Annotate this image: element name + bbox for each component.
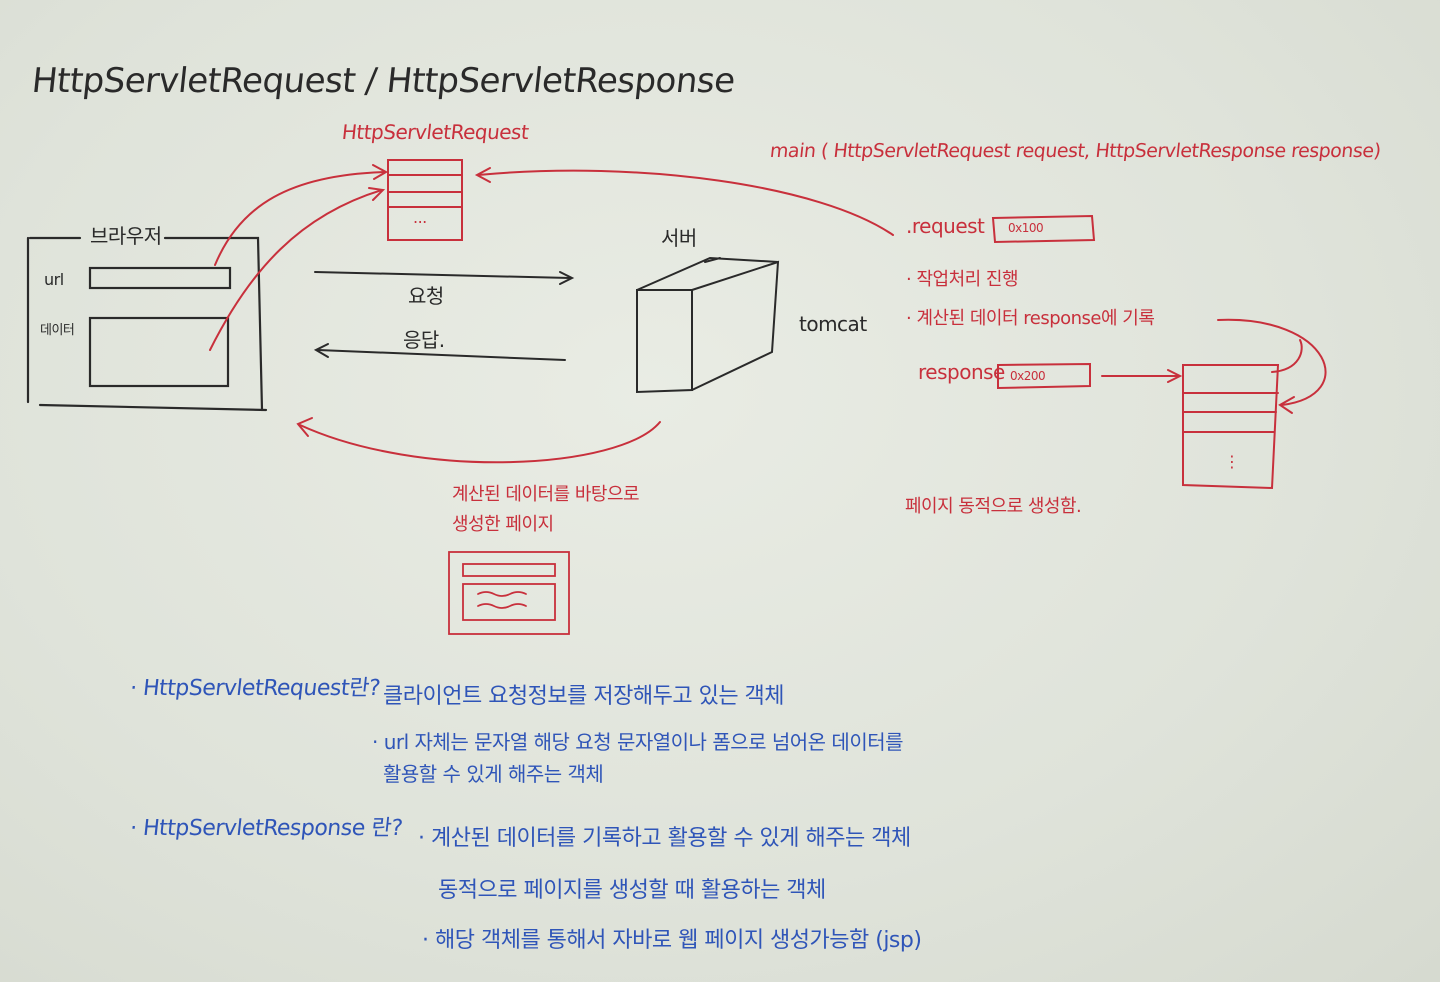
address-boxes: [991, 214, 1183, 390]
response-address: 0x200: [1010, 369, 1046, 383]
response-answer-1: · 계산된 데이터를 기록하고 활용할 수 있게 해주는 객체: [418, 826, 911, 851]
page-dynamic-note: 페이지 동적으로 생성함.: [905, 496, 1082, 517]
request-response-arrows: [313, 271, 575, 361]
step-store: · 계산된 데이터 response에 기록: [906, 308, 1155, 329]
tomcat-label: tomcat: [799, 312, 867, 336]
request-answer-2a: · url 자체는 문자열 해당 요청 문자열이나 폼으로 넘어온 데이터를: [372, 730, 904, 754]
browser-window: [26, 236, 268, 412]
browser-to-request-arrows: [209, 164, 389, 351]
response-object-box: [1182, 364, 1280, 490]
server-to-browser-arrow: [296, 417, 661, 464]
request-label: 요청: [408, 284, 444, 308]
server-box: [636, 256, 780, 394]
request-object-dots: ...: [413, 208, 427, 227]
response-question: · HttpServletResponse 란?: [128, 816, 404, 841]
method-signature: main ( HttpServletRequest request, HttpS…: [768, 140, 1382, 162]
step-process: · 작업처리 진행: [906, 269, 1019, 290]
data-label: 데이터: [40, 323, 75, 338]
response-label: 응답.: [403, 328, 445, 352]
request-variable: .request: [906, 214, 985, 238]
request-answer-2b: 활용할 수 있게 해주는 객체: [383, 762, 604, 786]
url-label: url: [44, 270, 64, 289]
generated-page-sketch: [448, 551, 570, 635]
response-variable: response: [918, 360, 1005, 384]
server-label: 서버: [661, 226, 697, 250]
response-answer-3: · 해당 객체를 통해서 자바로 웹 페이지 생성가능함 (jsp): [422, 928, 922, 953]
request-object-box: [387, 159, 463, 241]
generated-caption-line2: 생성한 페이지: [452, 514, 554, 535]
request-object-label: HttpServletRequest: [340, 120, 530, 144]
response-object-dots: ⋮: [1224, 452, 1240, 471]
request-answer-1: 클라이언트 요청정보를 저장해두고 있는 객체: [383, 684, 785, 709]
browser-label: 브라우저: [90, 224, 162, 248]
response-answer-2: 동적으로 페이지를 생성할 때 활용하는 객체: [438, 878, 826, 903]
page-title: HttpServletRequest / HttpServletResponse: [29, 61, 737, 101]
request-address: 0x100: [1008, 221, 1044, 235]
signature-to-request-arrow: [474, 167, 894, 236]
request-question: · HttpServletRequest란?: [128, 676, 382, 701]
record-to-response-arrow: [1217, 318, 1327, 414]
generated-caption-line1: 계산된 데이터를 바탕으로: [452, 484, 640, 505]
